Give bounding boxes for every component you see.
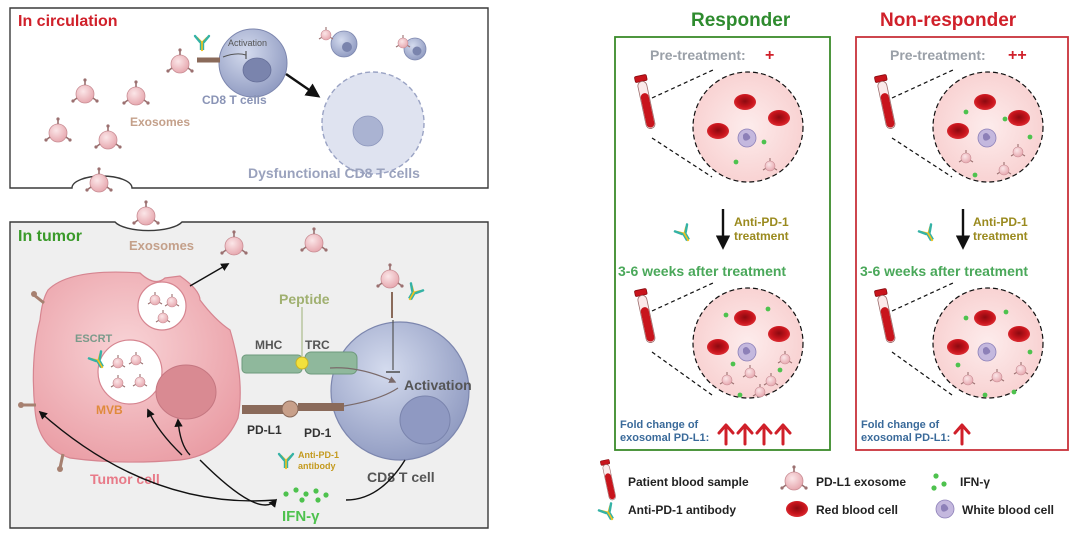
non-responder-weeks-label: 3-6 weeks after treatment: [860, 263, 1028, 279]
circulation-panel: In circulation Activation CD8 T cells: [9, 7, 489, 189]
fold-up-arrow: [755, 423, 773, 446]
mhc-molecule: [241, 354, 303, 374]
dysfunctional-label: Dysfunctional CD8 T cells: [248, 165, 420, 181]
inhibition-line: [343, 387, 399, 407]
mvb-label: MVB: [96, 403, 123, 417]
exosome-icon: [779, 464, 809, 491]
cd8-t-cell-circulation: [218, 28, 288, 98]
release-arrow: [189, 263, 230, 287]
tumor-nucleus: [155, 364, 217, 420]
responder-treatment-1: Anti-PD-1: [734, 215, 789, 229]
trc-label: TRC: [305, 338, 330, 352]
responder-fold-1: Fold change of: [620, 419, 699, 431]
responder-fold-2: exosomal PD-L1:: [620, 432, 709, 444]
fold-up-arrow: [953, 423, 971, 446]
peptide-label: Peptide: [279, 291, 330, 307]
non-responder-treatment-2: treatment: [973, 229, 1028, 243]
antibody-label-1: Anti-PD-1: [298, 450, 339, 460]
responder-panel: Responder Pre-treatment: + Anti-PD-1 tre…: [614, 10, 831, 451]
ifn-dots: [283, 487, 329, 503]
ifn-arrow-4: [345, 459, 406, 501]
tumor-title: In tumor: [18, 228, 82, 245]
white-blood-cell-icon: [935, 499, 955, 519]
pdl1-molecule: [242, 405, 290, 414]
ifn-arrow-1: [38, 410, 277, 502]
circulation-title: In circulation: [18, 13, 118, 30]
activation-label-tumor: Activation: [404, 377, 472, 393]
exosome-transit: [131, 199, 161, 226]
tumor-panel: In tumor Exosomes ESCRT MVB: [9, 199, 489, 529]
ifn-dots-icon: [931, 473, 947, 491]
responder-title: Responder: [691, 10, 791, 31]
non-responder-fold-arrows: [953, 423, 971, 446]
non-responder-treatment-1: Anti-PD-1: [973, 215, 1028, 229]
peptide: [295, 356, 309, 370]
exosomes-label-circulation: Exosomes: [130, 115, 190, 129]
blood-zoom-circle: [692, 71, 804, 183]
escrt-label: ESCRT: [75, 333, 113, 345]
legend-antibody: Anti-PD-1 antibody: [628, 503, 736, 517]
exosomes-label-tumor: Exosomes: [129, 238, 194, 253]
legend-blood-sample: Patient blood sample: [628, 475, 749, 489]
fold-up-arrow: [774, 423, 792, 446]
small-tcell-1: [318, 26, 358, 58]
red-blood-cell-icon: [786, 501, 808, 517]
ifn-arrow-2: [146, 408, 183, 456]
pdl1-label: PD-L1: [247, 423, 282, 437]
blood-tube-icon: [599, 458, 618, 502]
dysfunctional-t-cell: [321, 71, 425, 175]
tcr-molecule: [304, 351, 358, 375]
antibody-label-2: antibody: [298, 461, 336, 471]
cd8-t-cell-tumor: [330, 321, 470, 461]
responder-fold-arrows: [717, 423, 792, 446]
mvb-compartment: [97, 339, 163, 405]
legend-red-cell: Red blood cell: [816, 503, 898, 517]
dysfunction-arrow: [285, 73, 321, 98]
responder-weeks-label: 3-6 weeks after treatment: [618, 263, 786, 279]
legend-white-cell: White blood cell: [962, 503, 1054, 517]
ifn-label: IFN-γ: [282, 508, 320, 525]
activation-label-circulation: Activation: [228, 38, 267, 48]
ifn-arrow-3: [174, 418, 191, 456]
legend-ifn: IFN-γ: [960, 475, 990, 489]
non-responder-pre-label: Pre-treatment:: [890, 47, 986, 63]
non-responder-fold-1: Fold change of: [861, 419, 940, 431]
cd8-t-cell-label: CD8 T cell: [367, 469, 435, 485]
pd1-label: PD-1: [304, 426, 332, 440]
non-responder-title: Non-responder: [880, 10, 1017, 31]
fold-up-arrow: [736, 423, 754, 446]
responder-pre-label: Pre-treatment:: [650, 47, 746, 63]
legend-pdl1-exosome: PD-L1 exosome: [816, 475, 906, 489]
cd8-label-circulation: CD8 T cells: [202, 93, 267, 107]
non-responder-panel: Non-responder Pre-treatment: ++ Anti-PD-…: [855, 10, 1069, 451]
antibody-icon: [597, 502, 620, 524]
activation-arrow: [329, 367, 397, 383]
legend: Patient blood sample PD-L1 exosome IFN-γ…: [597, 458, 1054, 524]
activation-inhibition-line: [222, 53, 247, 58]
responder-pre-mark: +: [765, 47, 774, 64]
responder-treatment-2: treatment: [734, 229, 789, 243]
non-responder-pre-mark: ++: [1008, 47, 1027, 64]
small-tcell-2: [395, 34, 427, 61]
non-responder-fold-2: exosomal PD-L1:: [861, 432, 950, 444]
budding-vesicle: [137, 281, 187, 331]
tumor-cell-label: Tumor cell: [90, 471, 160, 487]
fold-up-arrow: [717, 423, 735, 446]
ifn-arrow-5: [199, 459, 278, 508]
mhc-label: MHC: [255, 338, 283, 352]
pd1-molecule: [298, 403, 344, 411]
